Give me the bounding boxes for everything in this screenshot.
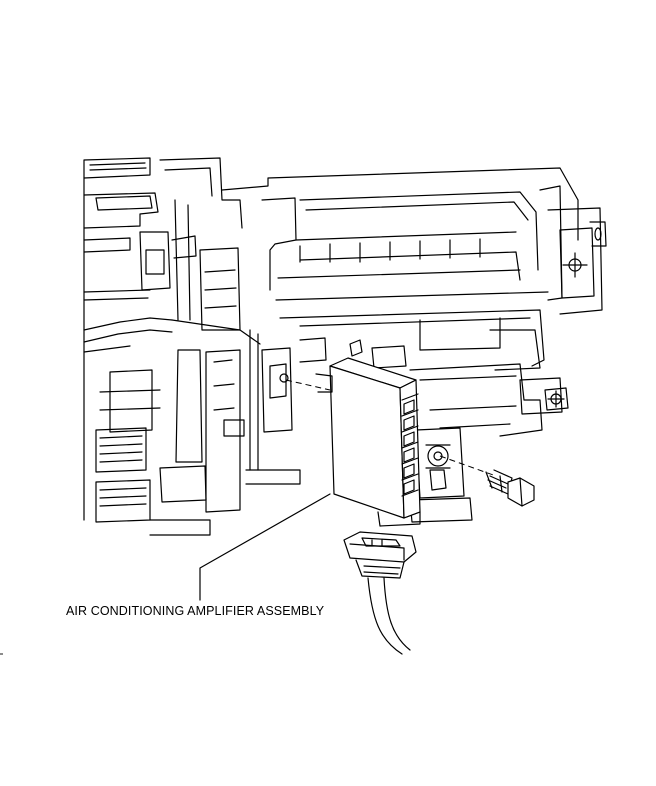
hvac-lower-housing (409, 363, 569, 523)
amplifier-callout-label: AIR CONDITIONING AMPLIFIER ASSEMBLY (66, 604, 325, 618)
mounting-screw (485, 469, 535, 507)
connector-slots (401, 393, 419, 497)
hvac-duct-housing (221, 167, 607, 371)
air-conditioning-amplifier-assembly (315, 357, 421, 527)
wire-harness-connector (343, 531, 417, 655)
alignment-guides (285, 379, 497, 477)
callout-leader-line (199, 493, 331, 601)
hvac-unit-left-section (83, 157, 327, 536)
